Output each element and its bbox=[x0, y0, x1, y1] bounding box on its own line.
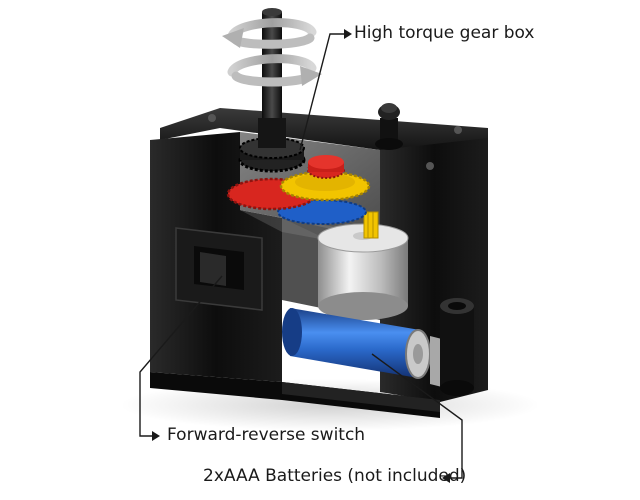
top-knob bbox=[375, 103, 403, 150]
motor bbox=[317, 223, 409, 320]
screw-hole bbox=[426, 162, 434, 170]
callout-batteries-label: 2xAAA Batteries (not included) bbox=[203, 466, 467, 486]
screw-hole bbox=[208, 114, 216, 122]
callout-gearbox-label: High torque gear box bbox=[354, 23, 535, 43]
callout-line-gearbox bbox=[299, 33, 348, 151]
arrowhead-icon bbox=[152, 29, 450, 483]
housing-top bbox=[160, 108, 488, 150]
bearing-post bbox=[440, 298, 474, 396]
screw-hole bbox=[454, 126, 462, 134]
callout-lines bbox=[139, 33, 463, 479]
pinion-gear bbox=[363, 211, 379, 239]
callout-line-batteries bbox=[371, 353, 463, 479]
callout-switch-label: Forward-reverse switch bbox=[167, 425, 366, 445]
battery bbox=[282, 308, 431, 379]
rotation-arrow-icon bbox=[222, 18, 317, 49]
callout-line-switch bbox=[139, 275, 223, 437]
rotation-arrow-icon bbox=[227, 54, 322, 87]
gear-train bbox=[226, 137, 371, 225]
forward-reverse-switch bbox=[175, 227, 263, 311]
